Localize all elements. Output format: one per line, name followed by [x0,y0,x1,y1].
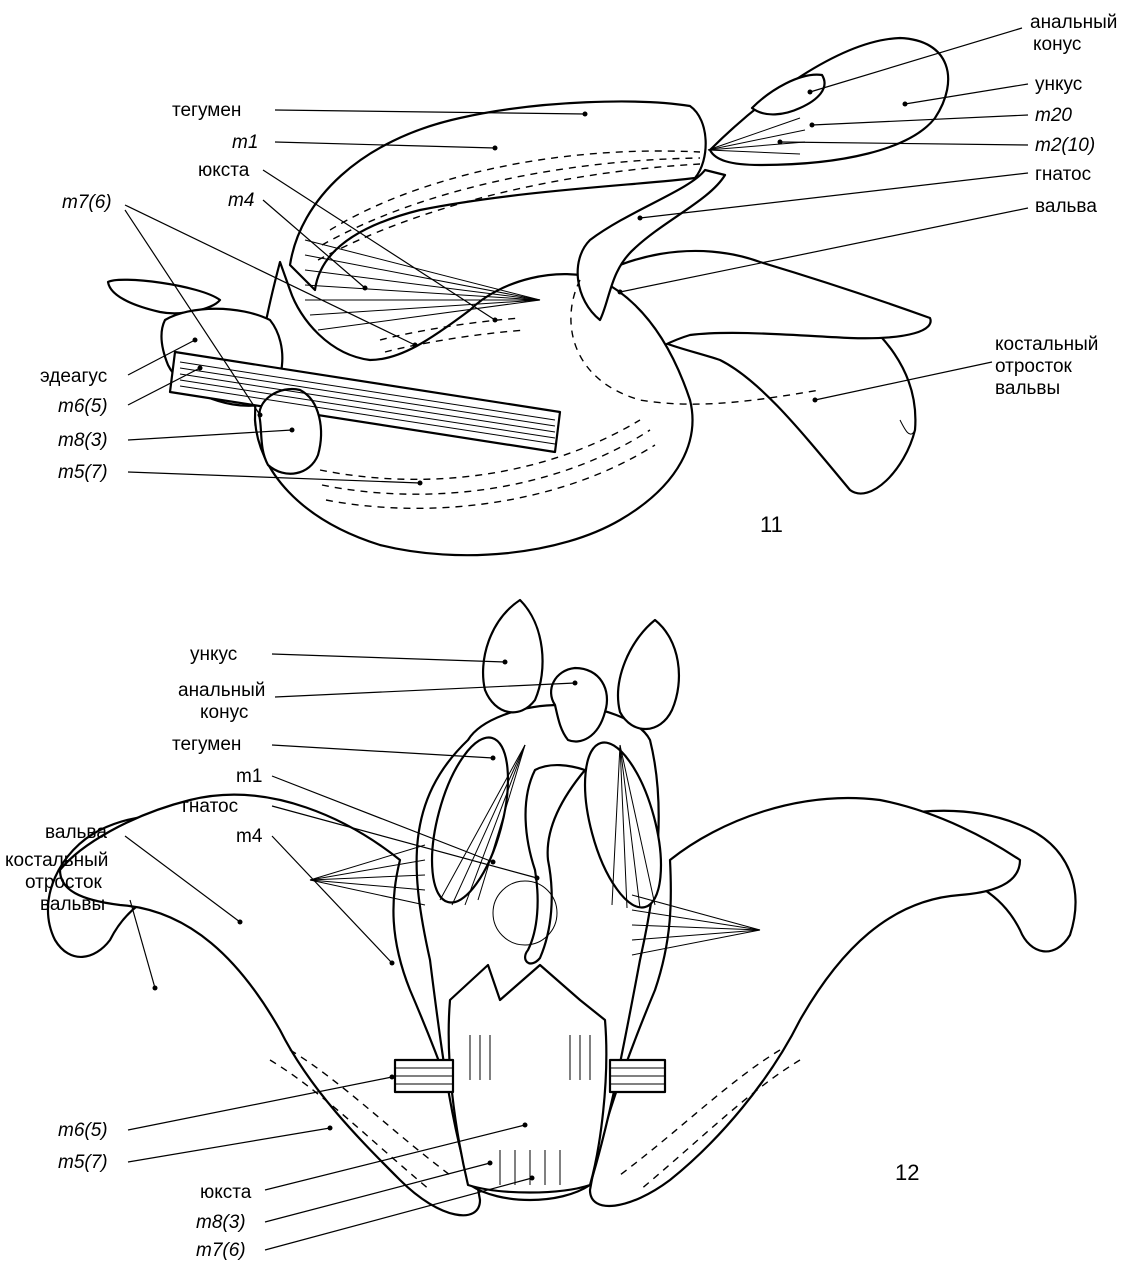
label-m6-5-fig12: m6(5) [58,1120,108,1141]
uncus-fig11 [710,38,948,165]
label-costal-fig11-3: вальвы [995,378,1060,399]
figure-number-11: 11 [760,512,783,537]
label-gnathos-fig12: гнатос [182,796,238,817]
label-uncus-fig12: ункус [190,644,237,665]
label-m5-7-fig11: m5(7) [58,462,108,483]
label-m1-fig11: m1 [232,132,258,153]
label-costal-fig11-2: отросток [995,356,1073,377]
label-gnathos-fig11: гнатос [1035,164,1091,185]
figure-number-12: 12 [895,1160,919,1185]
uncus-left-fig12 [483,600,543,712]
label-anal-cone-fig11-2: конус [1033,34,1081,55]
label-m20-fig11: m20 [1035,105,1072,126]
label-valva-fig11: вальва [1035,196,1097,217]
label-tegumen-fig11: тегумен [172,100,241,121]
label-costal-fig12-3: вальвы [40,894,105,915]
label-uncus-fig11: ункус [1035,74,1082,95]
label-m7-6-fig11: m7(6) [62,192,112,213]
label-aedeagus-fig11: эдеагус [40,366,107,387]
label-m8-3-fig11: m8(3) [58,430,108,451]
label-costal-fig12-1: костальный [5,850,108,871]
label-m4-fig12: m4 [236,826,263,847]
label-anal-cone-fig12-1: анальный [178,680,265,701]
label-m7-6-fig12: m7(6) [196,1240,246,1261]
uncus-right-fig12 [618,620,679,729]
label-valva-fig12: вальва [45,822,107,843]
label-m2-10-fig11: m2(10) [1035,135,1095,156]
label-tegumen-fig12: тегумен [172,734,241,755]
label-costal-fig11-1: костальный [995,334,1098,355]
label-m1-fig12: m1 [236,766,262,787]
label-anal-cone-fig12-2: конус [200,702,248,723]
label-juxta-fig12: юкста [200,1182,252,1203]
label-m8-3-fig12: m8(3) [196,1212,246,1233]
label-anal-cone-fig11-1: анальный [1030,12,1117,33]
label-costal-fig12-2: отросток [25,872,103,893]
label-m4-fig11: m4 [228,190,254,211]
label-m6-5-fig11: m6(5) [58,396,108,417]
label-juxta-fig11: юкста [198,160,250,181]
label-m5-7-fig12: m5(7) [58,1152,108,1173]
